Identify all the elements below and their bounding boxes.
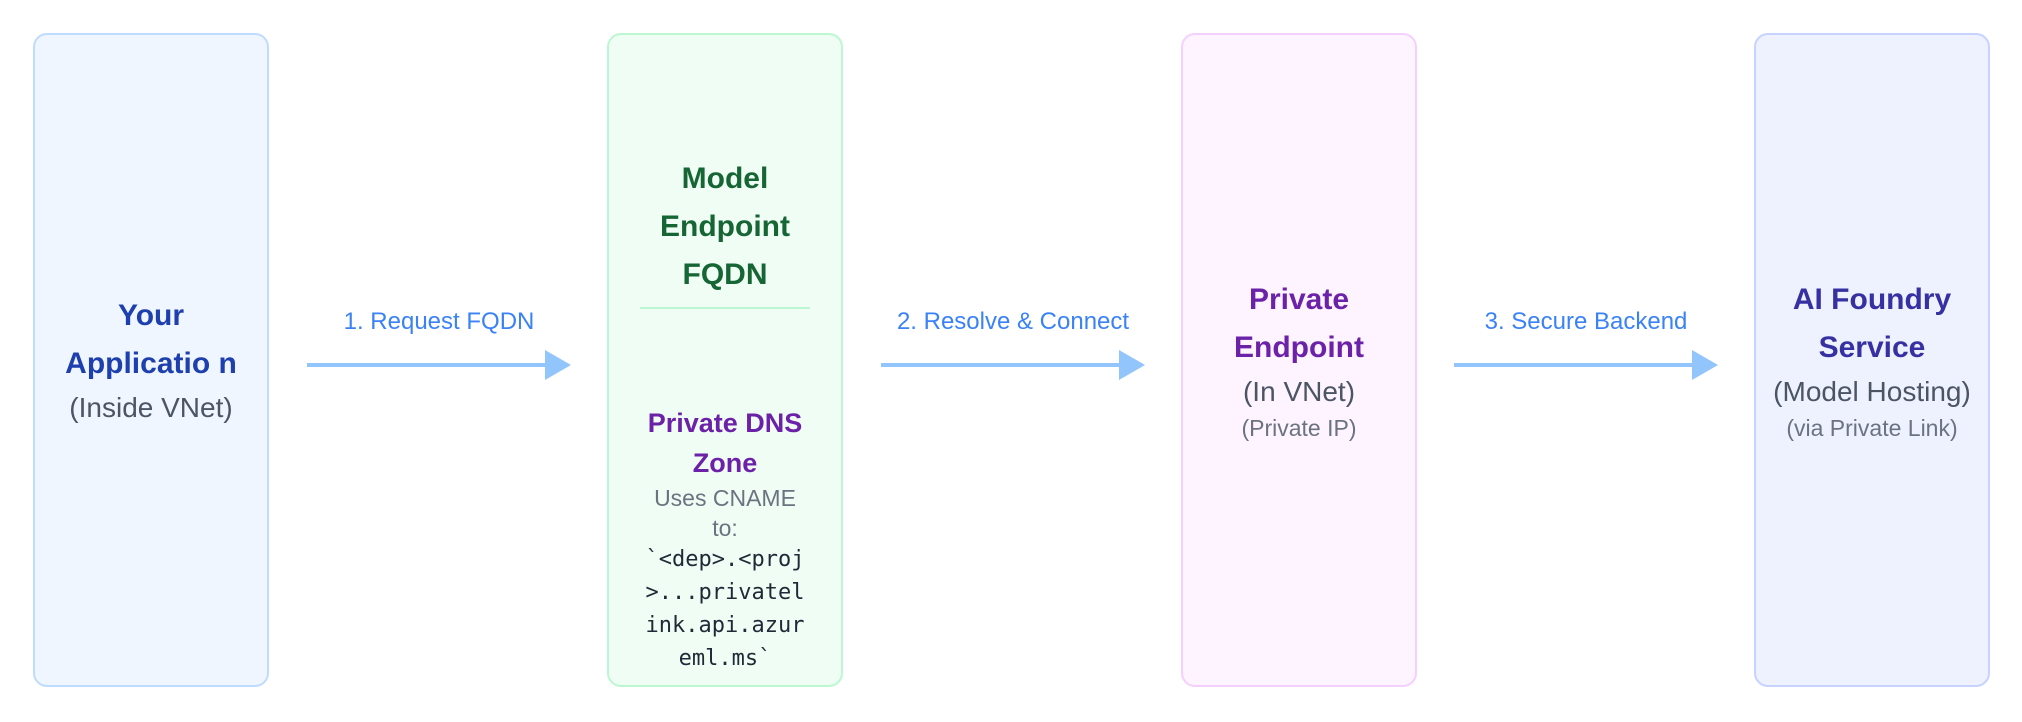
- node-title: AI Foundry Service: [1792, 283, 1952, 364]
- node-note: (via Private Link): [1786, 415, 1958, 441]
- node-subtitle: (Inside VNet): [69, 392, 233, 423]
- node-your-application: Your Applicatio n (Inside VNet): [33, 33, 269, 687]
- node-title: Your Applicatio n: [65, 299, 237, 380]
- edge-request-fqdn: 1. Request FQDN: [307, 305, 571, 380]
- edge-label: 2. Resolve & Connect: [896, 308, 1130, 335]
- dns-note: Uses CNAME to:: [654, 485, 796, 541]
- node-private-endpoint: Private Endpoint (In VNet) (Private IP): [1181, 33, 1417, 687]
- edge-resolve-connect: 2. Resolve & Connect: [881, 305, 1145, 380]
- arrow-right-icon: [1454, 350, 1718, 380]
- node-model-endpoint-fqdn: Model Endpoint FQDN Private DNS Zone Use…: [607, 33, 843, 687]
- divider: [640, 307, 810, 309]
- edge-label: 3. Secure Backend: [1484, 308, 1688, 335]
- node-subtitle: (Model Hosting): [1773, 376, 1971, 407]
- node-title: Model Endpoint FQDN: [660, 162, 790, 291]
- arrow-right-icon: [307, 350, 571, 380]
- edge-label: 1. Request FQDN: [343, 308, 535, 335]
- private-dns-zone-title: Private DNS Zone: [647, 408, 803, 478]
- node-title: Private Endpoint: [1234, 283, 1364, 364]
- edge-secure-backend: 3. Secure Backend: [1454, 305, 1718, 380]
- dns-cname-target: `<dep>.<proj>...privatelink.api.azureml.…: [645, 547, 805, 671]
- node-ai-foundry-service: AI Foundry Service (Model Hosting) (via …: [1754, 33, 1990, 687]
- node-subtitle: (In VNet): [1242, 376, 1356, 407]
- arrow-right-icon: [881, 350, 1145, 380]
- node-note: (Private IP): [1241, 415, 1357, 441]
